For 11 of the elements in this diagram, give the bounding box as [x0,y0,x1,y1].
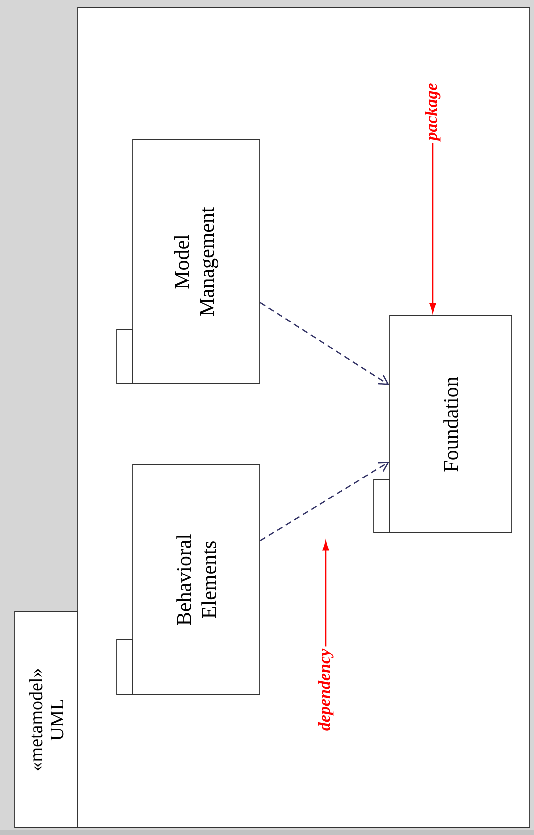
dependency-arrow [260,462,390,542]
node-label: «metamodel» [29,669,43,771]
package-box: Foundation [374,316,512,534]
leader-line [430,143,436,313]
note-text: dependency [318,648,334,731]
package-box: Model Management [116,140,260,384]
package-box: Behavioral Elements [116,464,260,696]
dependency-arrow [260,302,390,386]
leader-line [322,541,330,647]
node-label: UML [51,700,64,741]
note-text: package [425,84,441,142]
